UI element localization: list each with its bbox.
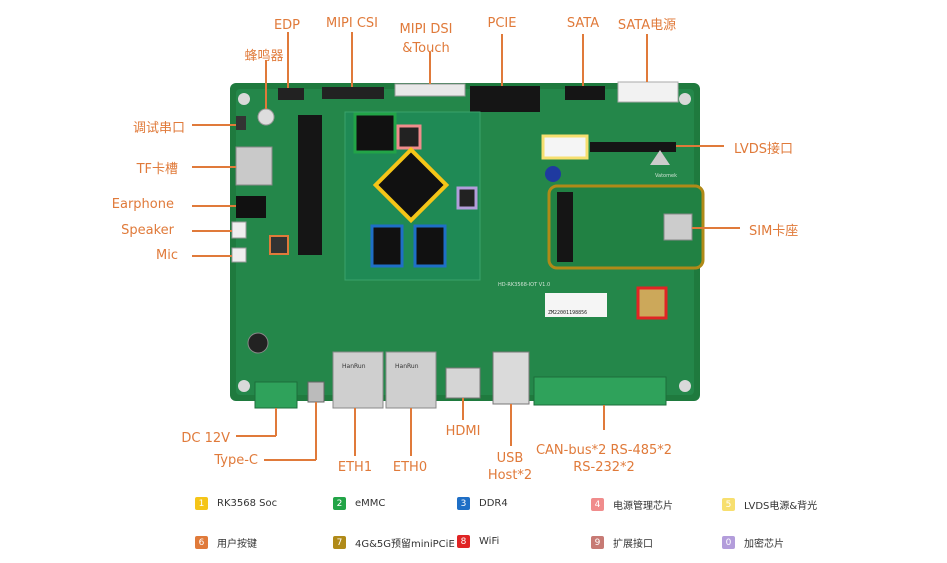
label-mipi-csi: MIPI CSI <box>325 16 379 31</box>
label-dc12v: DC 12V <box>181 431 230 446</box>
expansion-header <box>298 115 322 255</box>
earphone-jack <box>236 196 266 218</box>
legend-badge: 1 <box>195 497 208 510</box>
battery-capacitor <box>545 166 561 182</box>
power-management-chip <box>396 124 422 150</box>
tf-card-slot <box>235 146 273 186</box>
label-speaker: Speaker <box>121 223 174 238</box>
eth1-brand: HanRun <box>342 363 366 370</box>
legend-item: 8 WiFi <box>457 535 499 548</box>
legend-item: 1 RK3568 Soc <box>195 497 277 510</box>
legend-text: 4G&5G预留miniPCiE <box>355 539 455 550</box>
brand-text: Vatomek <box>655 173 677 179</box>
ddr4-chip <box>370 224 404 268</box>
dc12v-terminal <box>254 381 298 409</box>
sata-power-connector <box>617 81 679 103</box>
legend-badge: 3 <box>457 497 470 510</box>
label-usb-host: USB Host*2 <box>487 451 533 483</box>
lvds-power-connector <box>541 134 589 160</box>
debug-uart-connector <box>236 116 246 130</box>
legend-badge: 5 <box>722 498 735 511</box>
label-typec: Type-C <box>214 453 258 468</box>
legend-item: 2 eMMC <box>333 497 385 510</box>
mount-hole <box>679 380 691 392</box>
can-rs485-rs232-terminal <box>533 376 667 406</box>
label-sim: SIM卡座 <box>749 224 799 239</box>
legend-badge: 8 <box>457 535 470 548</box>
legend-item: 5 LVDS电源&背光 <box>722 497 817 512</box>
label-sata: SATA <box>566 16 600 31</box>
label-mic: Mic <box>156 248 178 263</box>
minipcie-socket <box>557 192 573 262</box>
callout-lines <box>192 32 740 461</box>
legend-text: WiFi <box>479 536 500 547</box>
legend-item: 3 DDR4 <box>457 497 508 510</box>
hdmi-port <box>445 367 481 399</box>
pcie-connector <box>470 86 540 112</box>
ddr4-chip <box>413 224 447 268</box>
legend-item: 7 4G&5G预留miniPCiE <box>333 535 455 550</box>
label-mipi-dsi-touch: MIPI DSI &Touch <box>399 22 453 56</box>
mipi-csi-connector <box>322 87 384 99</box>
legend-item: 6 用户按键 <box>195 535 257 550</box>
legend-text: RK3568 Soc <box>217 498 278 509</box>
sata-connector <box>565 86 605 100</box>
label-eth1: ETH1 <box>337 460 373 475</box>
label-sata-power: SATA电源 <box>617 18 677 33</box>
legend-text: DDR4 <box>479 498 508 509</box>
usb-port <box>492 351 530 405</box>
legend-text: eMMC <box>355 498 386 509</box>
board-model-text: HD-RK3568-IOT V1.0 <box>498 282 550 288</box>
label-earphone: Earphone <box>111 197 174 212</box>
legend-badge: 6 <box>195 536 208 549</box>
eth0-port <box>385 351 437 409</box>
buzzer <box>257 108 275 126</box>
legend-item: 0 加密芯片 <box>722 535 784 550</box>
label-edp: EDP <box>273 18 301 33</box>
eth1-port <box>332 351 384 409</box>
eth0-brand: HanRun <box>395 363 419 370</box>
sim-holder <box>663 213 693 241</box>
rk3568-soc <box>372 146 450 224</box>
label-lvds: LVDS接口 <box>734 142 793 157</box>
mount-hole <box>679 93 691 105</box>
label-pcie: PCIE <box>487 16 517 31</box>
mount-hole <box>238 93 250 105</box>
label-can-rs485-rs232: CAN-bus*2 RS-485*2 RS-232*2 <box>535 443 673 475</box>
brand-logo-mark <box>650 150 670 165</box>
mic-connector <box>231 247 247 263</box>
typec-port <box>307 381 325 403</box>
encryption-chip <box>456 186 478 210</box>
legend-text: LVDS电源&背光 <box>744 501 818 512</box>
legend-text: 扩展接口 <box>613 539 653 550</box>
edp-connector <box>278 88 304 100</box>
label-tf-slot: TF卡槽 <box>136 162 178 177</box>
legend-badge: 9 <box>591 536 604 549</box>
label-eth0: ETH0 <box>392 460 428 475</box>
legend-badge: 7 <box>333 536 346 549</box>
capacitor <box>247 332 269 354</box>
legend-badge: 0 <box>722 536 735 549</box>
serial-number: ZM22001198856 <box>548 310 587 316</box>
mipi-dsi-connector <box>394 83 466 97</box>
label-debug-uart: 调试串口 <box>132 121 185 136</box>
label-hdmi: HDMI <box>445 424 481 439</box>
legend-badge: 4 <box>591 498 604 511</box>
mount-hole <box>238 380 250 392</box>
legend-item: 4 电源管理芯片 <box>591 497 673 512</box>
lvds-connector <box>590 142 676 152</box>
speaker-connector <box>231 221 247 239</box>
user-button <box>269 235 289 255</box>
emmc-chip <box>353 112 397 154</box>
wifi-chip <box>636 286 668 320</box>
legend-badge: 2 <box>333 497 346 510</box>
label-buzzer: 蜂鸣器 <box>244 49 284 64</box>
legend-text: 电源管理芯片 <box>613 501 673 512</box>
legend-text: 加密芯片 <box>744 539 784 550</box>
serial-label <box>545 293 607 317</box>
legend-item: 9 扩展接口 <box>591 535 653 550</box>
legend-text: 用户按键 <box>217 539 257 550</box>
